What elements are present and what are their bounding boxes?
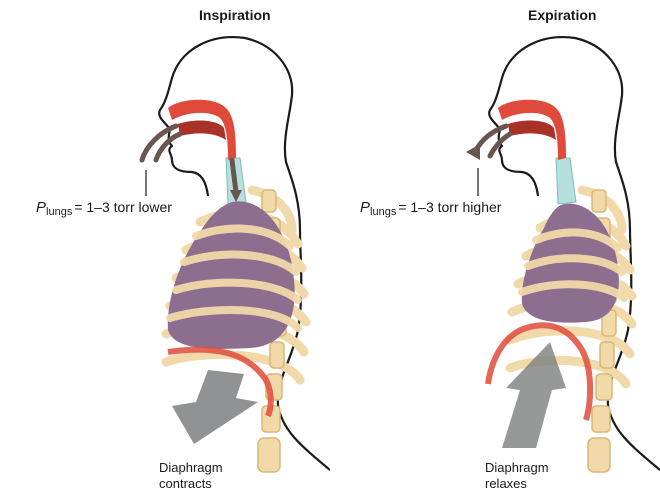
pressure-relation: = 1–3 torr higher xyxy=(398,199,501,215)
pressure-subscript: lungs xyxy=(370,206,396,218)
pressure-relation: = 1–3 torr lower xyxy=(74,199,172,215)
curved-arrow-icon xyxy=(476,126,510,156)
oral-cavity xyxy=(178,121,226,140)
pressure-symbol: P xyxy=(36,199,46,216)
caption-line-2: relaxes xyxy=(485,476,549,492)
pressure-subscript: lungs xyxy=(46,206,72,218)
caption-line-1: Diaphragm xyxy=(159,460,223,476)
oral-cavity xyxy=(508,121,556,140)
caption-line-2: contracts xyxy=(159,476,223,492)
expiration-panel: Expiration xyxy=(330,0,660,499)
caption-line-1: Diaphragm xyxy=(485,460,549,476)
diaphragm-caption: Diaphragm relaxes xyxy=(485,460,549,492)
trachea xyxy=(556,158,576,204)
inspiration-panel: Inspiration xyxy=(0,0,330,499)
pressure-label: Plungs= 1–3 torr lower xyxy=(36,199,172,216)
pressure-symbol: P xyxy=(360,199,370,216)
expiration-illustration xyxy=(330,0,660,499)
block-arrow-icon xyxy=(172,370,258,444)
inspiration-illustration xyxy=(0,0,330,499)
airflow-arrowhead xyxy=(466,144,480,160)
pressure-label: Plungs= 1–3 torr higher xyxy=(360,199,501,216)
diaphragm-caption: Diaphragm contracts xyxy=(159,460,223,492)
